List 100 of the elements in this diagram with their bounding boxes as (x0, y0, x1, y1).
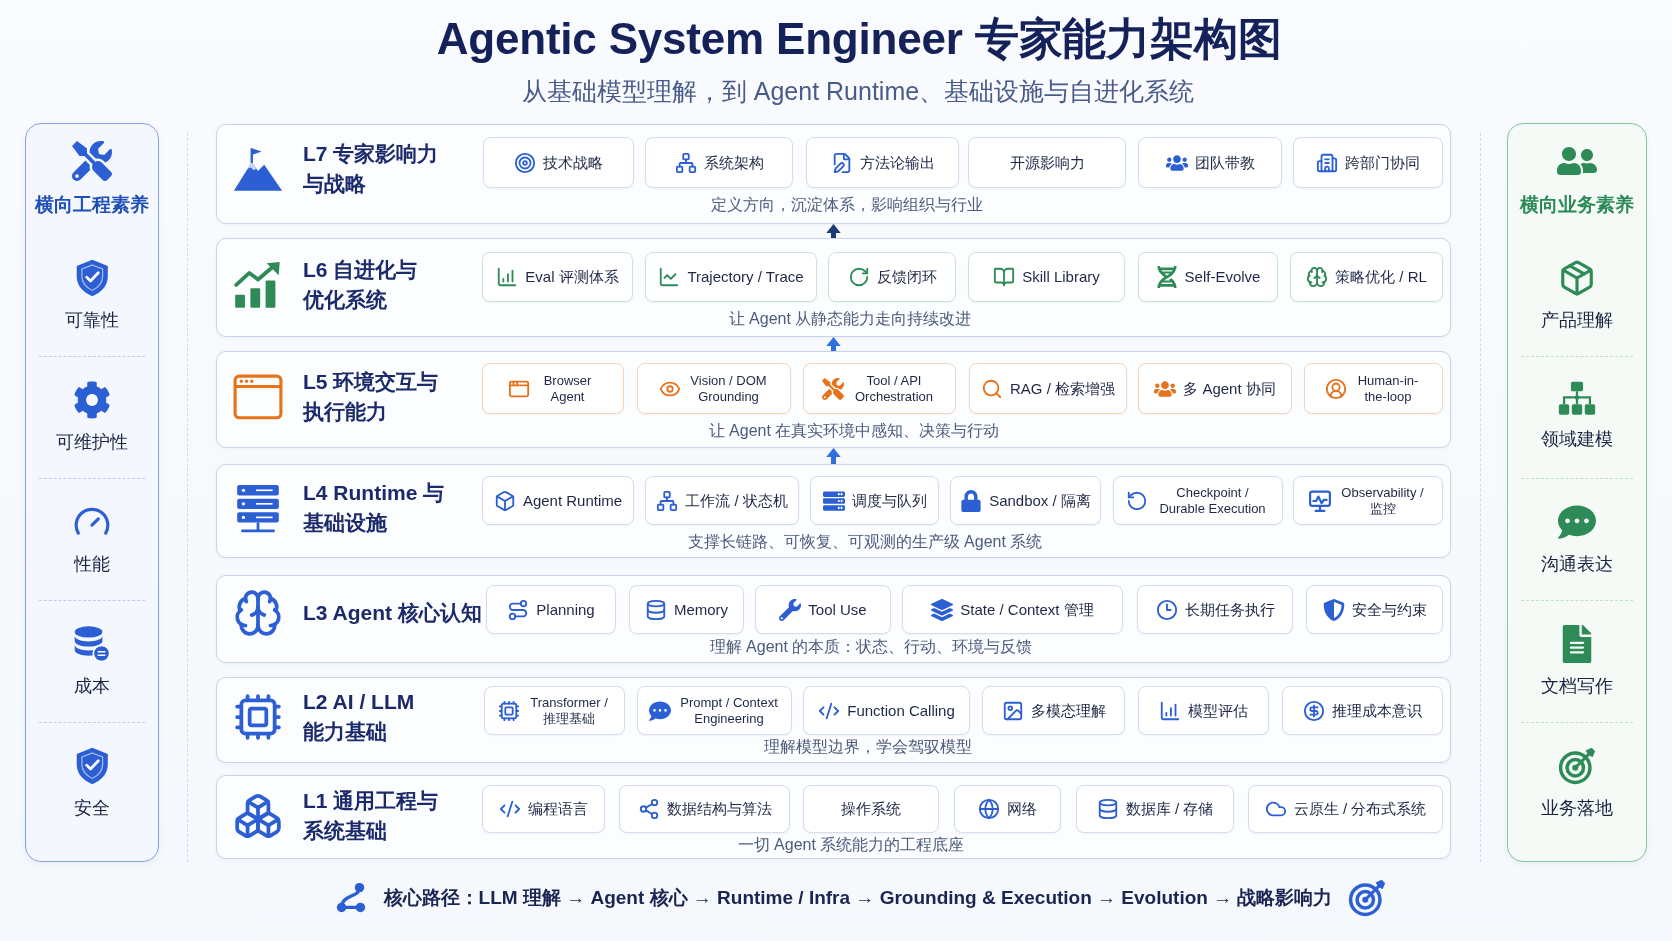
skill-tag (645, 137, 793, 188)
layer-title: L5 环境交互与执行能力 (303, 369, 440, 425)
skill-tag (482, 476, 634, 525)
tag-label: 团队带教 (1194, 152, 1255, 173)
tag-label: 长期任务执行 (1184, 599, 1275, 620)
layer-description: 理解模型边界，学会驾驭模型 (764, 737, 972, 757)
skill-tag (1248, 785, 1443, 833)
tag-label: 数据结构与算法 (666, 799, 772, 819)
skill-tag (619, 785, 790, 833)
layer-panel (216, 351, 1451, 448)
tag-label: 操作系统 (841, 799, 901, 819)
skill-tag (1138, 137, 1282, 188)
tag-label: 开源影响力 (1009, 152, 1085, 173)
tag-label: Function Calling (847, 700, 955, 721)
skill-tag (968, 252, 1125, 302)
tag-label: 工作流 / 状态机 (685, 490, 788, 511)
layer-description: 让 Agent 在真实环境中感知、决策与行动 (708, 421, 1000, 441)
sidebar-item-label: 可靠性 (65, 309, 119, 332)
tag-label: Browser Agent (542, 372, 593, 405)
tag-label: 多 Agent 协同 (1183, 378, 1276, 399)
tag-label: Eval 评测体系 (525, 267, 619, 287)
sidebar-item-label: 文档写作 (1541, 675, 1613, 698)
sidebar-item-label: 产品理解 (1541, 309, 1613, 332)
layer-description: 理解 Agent 的本质：状态、行动、环境与反馈 (709, 637, 1033, 657)
tag-label: 技术战略 (543, 152, 603, 173)
tag-label: Agent Runtime (522, 490, 623, 511)
skill-tag (1138, 252, 1278, 302)
tag-label: Transformer / 推理基础 (529, 694, 609, 727)
skill-tag (803, 686, 970, 735)
tag-label: Skill Library (1022, 267, 1100, 287)
skill-tag (1113, 476, 1283, 525)
tag-label: 数据库 / 存储 (1125, 799, 1214, 819)
skill-tag (645, 252, 817, 302)
skill-tag (1138, 363, 1292, 414)
core-path-text: 核心路径：LLM 理解 → Agent 核心 → Runtime / Infra → Grounding & Execution → Evolution → 战略影响力 (383, 886, 1333, 910)
layer-panel (216, 124, 1451, 224)
skill-tag (629, 585, 744, 634)
tag-label: 网络 (1007, 799, 1037, 819)
skill-tag (1138, 686, 1269, 735)
skill-tag (1282, 686, 1443, 735)
arrow (826, 448, 841, 464)
tag-label: 反馈闭环 (876, 267, 937, 287)
layer-title: L6 自进化与优化系统 (303, 257, 419, 313)
skill-tag (810, 476, 939, 525)
tag-label: 编程语言 (528, 799, 588, 819)
skill-tag (637, 686, 792, 735)
skill-tag (482, 252, 633, 302)
sidebar-title: 横向业务素养 (1520, 193, 1634, 217)
skill-tag (950, 476, 1101, 525)
sidebar-panel (1507, 123, 1647, 862)
layer-description: 定义方向，沉淀体系，影响组织与行业 (711, 195, 983, 215)
tag-label: Planning (536, 599, 595, 620)
sidebar-panel (25, 123, 159, 862)
skill-tag (645, 476, 799, 525)
skill-tag (486, 585, 616, 634)
page-title: Agentic System Engineer 专家能力架构图 (436, 13, 1282, 65)
skill-tag (637, 363, 791, 414)
tag-label: 方法论输出 (859, 152, 935, 173)
skill-tag (1290, 252, 1443, 302)
tag-label: 系统架构 (703, 152, 764, 173)
skill-tag (969, 363, 1127, 414)
layer-title: L1 通用工程与系统基础 (303, 788, 440, 844)
layer-title: L3 Agent 核心认知 (303, 600, 483, 626)
tag-label: Human-in-the-loop (1356, 372, 1420, 405)
skill-tag (902, 585, 1123, 634)
tag-label: 策略优化 / RL (1335, 267, 1427, 287)
skill-tag (828, 252, 956, 302)
tag-label: Tool Use (808, 599, 867, 620)
tag-label: Memory (673, 599, 729, 620)
page-subtitle: 从基础模型理解，到 Agent Runtime、基础设施与自进化系统 (521, 76, 1195, 107)
layer-description: 支撑长链路、可恢复、可观测的生产级 Agent 系统 (687, 532, 1043, 552)
skill-tag (1304, 363, 1443, 414)
tag-label: 调度与队列 (851, 490, 927, 511)
tag-label: Checkpoint / Durable Execution (1158, 484, 1267, 517)
layer-panel (216, 464, 1451, 558)
layer-panel (216, 238, 1451, 337)
sidebar-title: 横向工程素养 (35, 193, 149, 217)
skill-tag (482, 785, 605, 833)
tag-label: Prompt / Context Engineering (679, 694, 779, 727)
sidebar-item-label: 安全 (74, 797, 110, 820)
tag-label: Tool / API Orchestration (853, 372, 934, 405)
tag-label: RAG / 检索增强 (1010, 378, 1115, 399)
arrow (826, 337, 841, 351)
skill-tag (484, 686, 625, 735)
sidebar-item-label: 沟通表达 (1541, 553, 1613, 576)
tag-label: Sandbox / 隔离 (989, 490, 1091, 511)
layer-title: L2 AI / LLM 能力基础 (303, 689, 416, 745)
skill-tag (806, 137, 959, 188)
skill-tag (803, 363, 956, 414)
layer-title: L7 专家影响力与战略 (303, 141, 440, 197)
tag-label: 跨部门协同 (1345, 152, 1420, 173)
skill-tag (1137, 585, 1293, 634)
layer-panel (216, 677, 1451, 763)
skill-tag (1293, 476, 1443, 525)
layer-title: L4 Runtime 与基础设施 (303, 480, 446, 536)
tag-label: 模型评估 (1188, 700, 1248, 721)
sidebar-item-label: 业务落地 (1541, 797, 1613, 820)
skill-tag (968, 137, 1126, 188)
sidebar-item-label: 领域建模 (1541, 427, 1613, 451)
layer-description: 让 Agent 从静态能力走向持续改进 (728, 309, 972, 329)
